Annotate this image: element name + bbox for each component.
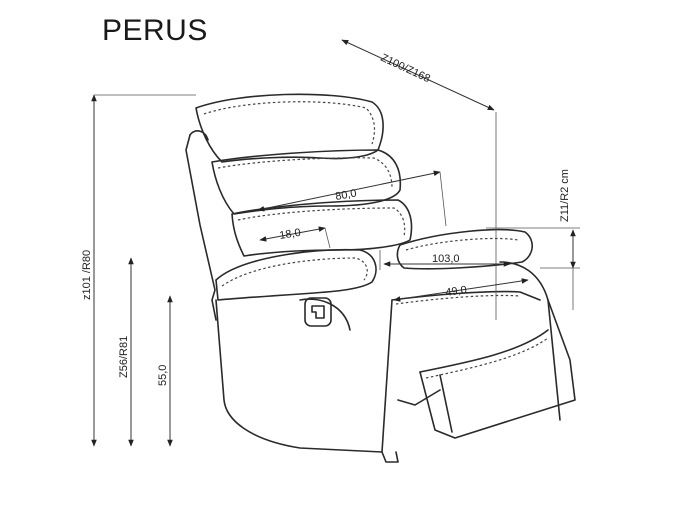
seat-height-label: Z56/R81 bbox=[118, 336, 130, 378]
chair-outline bbox=[185, 93, 576, 463]
seat-width-dimension: 49,0 bbox=[393, 278, 529, 302]
headrest-depth-dimension: 18,0 bbox=[259, 226, 331, 249]
headrest-depth-label: 18,0 bbox=[279, 227, 302, 242]
seat-width-label: 49,0 bbox=[445, 284, 468, 299]
seat-height-dimension: Z56/R81 bbox=[118, 257, 134, 447]
depth-dimension: Z100/Z168 bbox=[341, 39, 497, 320]
backrest-width-dimension: 80,0 bbox=[257, 170, 447, 227]
total-height-label: z101 /R80 bbox=[81, 250, 93, 300]
total-width-dimension: 103,0 bbox=[379, 250, 511, 270]
leg-clearance-label: 55,0 bbox=[157, 365, 169, 386]
depth-label: Z100/Z168 bbox=[379, 52, 432, 85]
armrest-height-label: Z11/R2 cm bbox=[559, 169, 571, 222]
armrest-height-dimension: Z11/R2 cm bbox=[486, 169, 580, 310]
backrest-width-label: 80,0 bbox=[334, 187, 357, 203]
total-width-label: 103,0 bbox=[432, 253, 460, 265]
product-title: PERUS bbox=[102, 14, 208, 47]
total-height-dimension: z101 /R80 bbox=[81, 94, 196, 447]
leg-clearance-dimension: 55,0 bbox=[157, 295, 173, 447]
